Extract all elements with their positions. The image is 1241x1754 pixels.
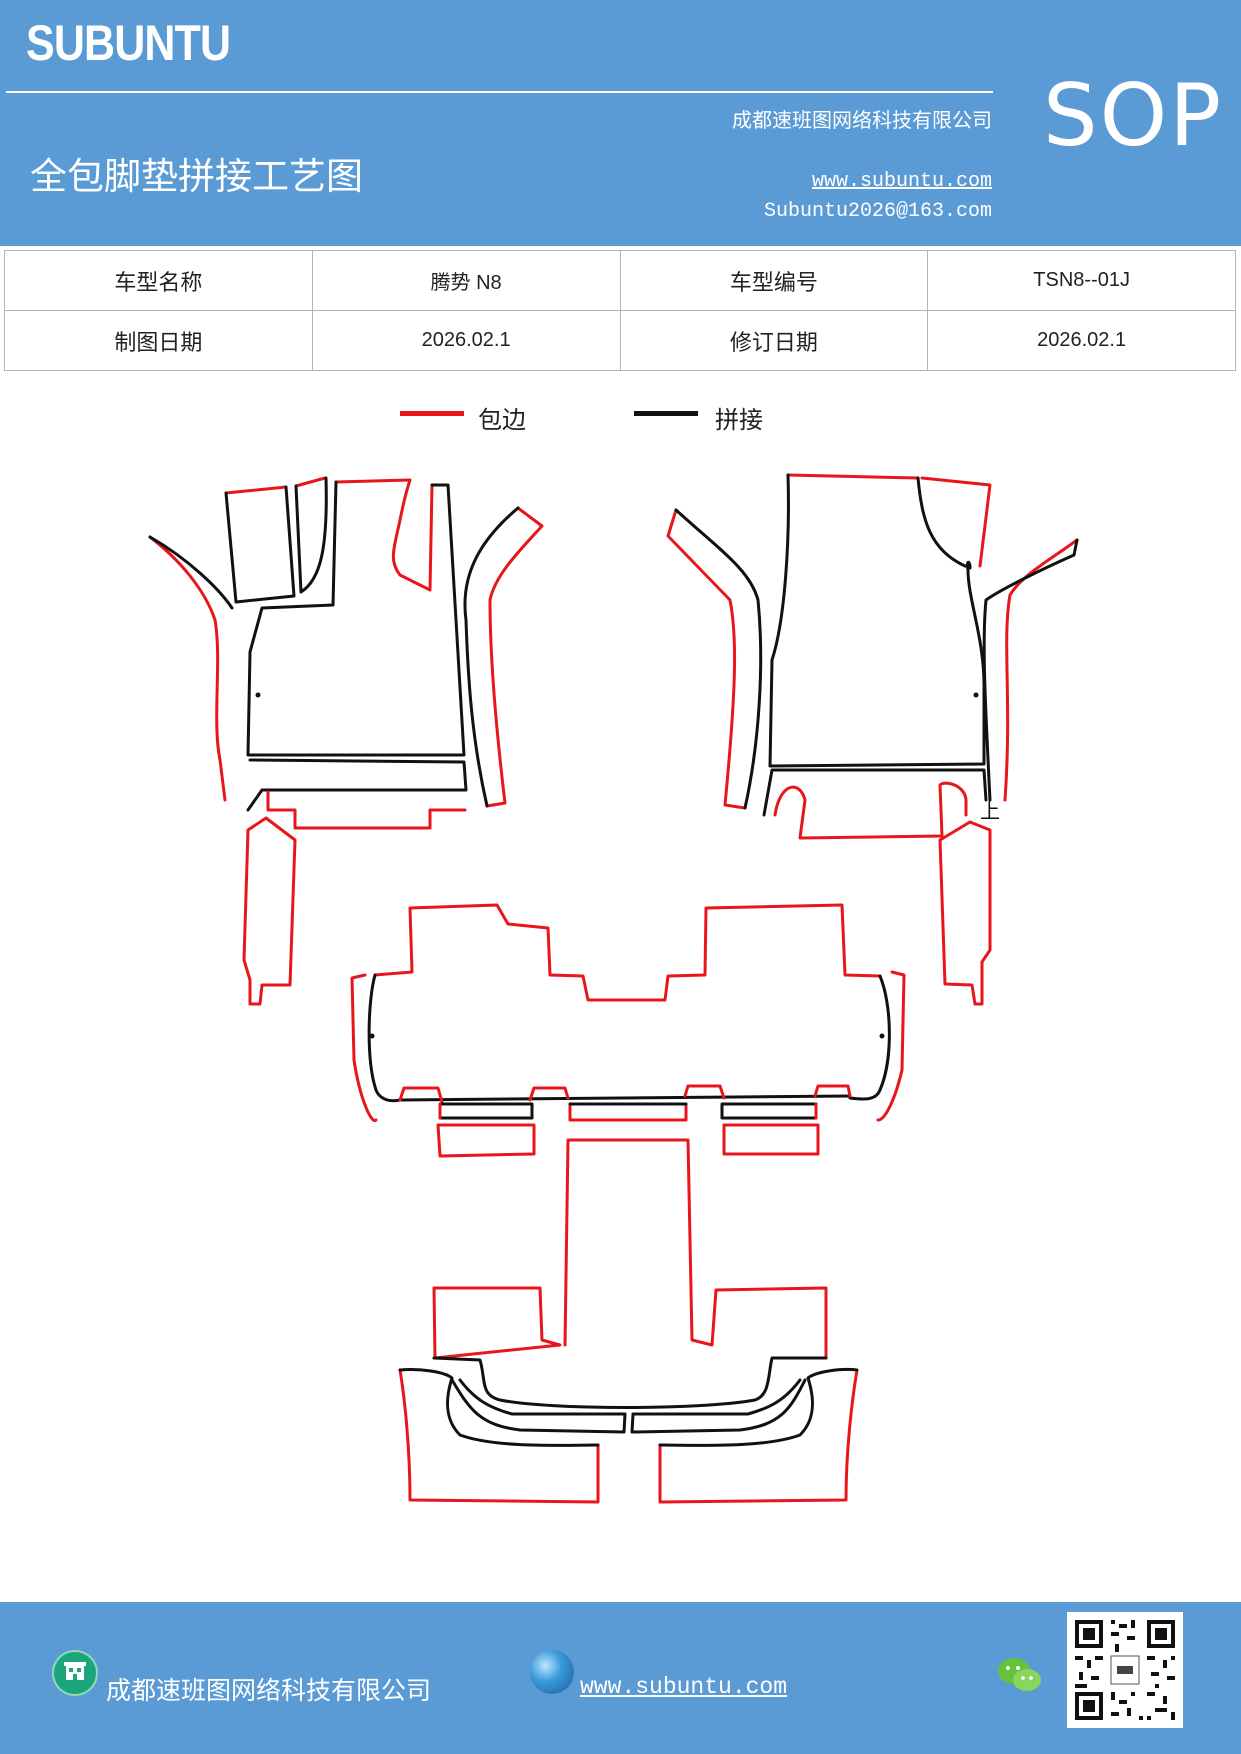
wechat-icon[interactable] bbox=[996, 1654, 1044, 1698]
mr-top-red bbox=[373, 903, 882, 1002]
fl-outer-side-black bbox=[148, 535, 234, 610]
sop-badge: SOP bbox=[1043, 66, 1224, 166]
mr-bottom-tabs-red bbox=[398, 1084, 852, 1104]
model-code-label: 车型编号 bbox=[619, 250, 929, 311]
mr-left-red bbox=[350, 973, 378, 1123]
fr-outer-side bbox=[674, 508, 763, 810]
legend-edge-label: 包边 bbox=[478, 406, 526, 434]
website-link[interactable]: www.subuntu.com bbox=[811, 170, 992, 193]
rear-outer-left-red bbox=[398, 1368, 600, 1504]
fr-inner-side-red bbox=[1003, 538, 1079, 802]
middle-row-mat bbox=[350, 903, 906, 1158]
fl-bottom-red bbox=[266, 790, 467, 830]
fl-inner-side bbox=[463, 506, 520, 808]
header-divider bbox=[6, 91, 993, 93]
front-left-mat bbox=[148, 476, 544, 1006]
mr-right-red bbox=[876, 970, 906, 1122]
fr-bottom-red bbox=[773, 781, 968, 840]
legend-join-swatch bbox=[634, 411, 698, 416]
fr-outer-side-red bbox=[666, 508, 747, 810]
fl-dot bbox=[255, 692, 261, 698]
mr-pad-right-red bbox=[722, 1123, 820, 1156]
brand-logo: SUBUNTU bbox=[26, 15, 231, 71]
fl-main-top-red bbox=[334, 478, 434, 592]
footer-company-name: 成都速班图网络科技有限公司 bbox=[106, 1676, 432, 1705]
model-code-value: TSN8--01J bbox=[927, 250, 1236, 311]
rear-tunnel-red bbox=[432, 1138, 828, 1360]
fl-bottom-bar bbox=[246, 758, 468, 812]
mr-strip-left bbox=[438, 1102, 534, 1120]
revise-date-label: 修订日期 bbox=[619, 310, 929, 371]
table-row: 制图日期 2026.02.1 修订日期 2026.02.1 bbox=[4, 310, 1236, 371]
fl-heel-strip bbox=[294, 476, 328, 594]
fr-heel bbox=[916, 476, 972, 568]
rear-outer-right-red bbox=[658, 1368, 859, 1504]
fl-outer-side-red bbox=[148, 535, 227, 802]
legend: 包边 拼接 bbox=[400, 400, 900, 440]
fl-inner-side-red bbox=[485, 506, 544, 808]
mr-strip-right bbox=[720, 1102, 818, 1120]
rear-inner-left bbox=[450, 1378, 627, 1434]
rear-mat bbox=[398, 1138, 859, 1504]
building-icon bbox=[52, 1650, 98, 1696]
mr-bottom bbox=[398, 1094, 852, 1102]
qr-code[interactable] bbox=[1067, 1612, 1183, 1728]
front-right-mat: 上 bbox=[666, 473, 1079, 1006]
fr-bottom-bar bbox=[762, 768, 988, 817]
model-name-label: 车型名称 bbox=[4, 250, 313, 311]
fl-left-drop-red bbox=[242, 816, 297, 1006]
mr-right bbox=[848, 974, 891, 1101]
fl-heel-strip-red bbox=[294, 476, 327, 488]
fr-main-top-red bbox=[786, 473, 992, 568]
header-banner: SUBUNTU 成都速班图网络科技有限公司 全包脚垫拼接工艺图 www.subu… bbox=[0, 0, 1241, 246]
rear-main bbox=[432, 1356, 828, 1409]
rear-inner-right bbox=[630, 1378, 807, 1434]
mr-dot-right bbox=[879, 1033, 885, 1039]
fl-main bbox=[246, 480, 466, 757]
info-table: 车型名称 腾势 N8 车型编号 TSN8--01J 制图日期 2026.02.1… bbox=[4, 250, 1236, 371]
fr-main bbox=[768, 473, 986, 768]
mr-strip-center-red bbox=[568, 1102, 688, 1122]
mr-left bbox=[367, 973, 402, 1103]
legend-join-label: 拼接 bbox=[715, 406, 763, 434]
fr-up-mark: 上 bbox=[980, 799, 1000, 823]
fr-dot bbox=[973, 692, 979, 698]
mr-pad-left-red bbox=[436, 1123, 536, 1158]
rear-outer-right bbox=[658, 1368, 859, 1447]
floor-mat-diagram: 上 bbox=[148, 473, 1079, 1504]
company-name: 成都速班图网络科技有限公司 bbox=[732, 108, 992, 132]
fr-inner-side bbox=[982, 538, 1079, 802]
draw-date-value: 2026.02.1 bbox=[311, 310, 621, 371]
fr-right-drop-red bbox=[938, 820, 992, 1006]
fl-upper-panel-red bbox=[224, 485, 288, 495]
rear-outer-left bbox=[398, 1368, 600, 1447]
model-name-value: 腾势 N8 bbox=[311, 250, 621, 311]
revise-date-value: 2026.02.1 bbox=[927, 310, 1236, 371]
footer-banner: 成都速班图网络科技有限公司 www.subuntu.com bbox=[0, 1602, 1241, 1754]
legend-edge-swatch bbox=[400, 411, 464, 416]
table-row: 车型名称 腾势 N8 车型编号 TSN8--01J bbox=[4, 250, 1236, 311]
email-address: Subuntu2026@163.com bbox=[763, 200, 992, 223]
draw-date-label: 制图日期 bbox=[4, 310, 313, 371]
fl-upper-panel bbox=[224, 485, 296, 604]
mr-dot-left bbox=[369, 1033, 375, 1039]
footer-website-link[interactable]: www.subuntu.com bbox=[580, 1674, 788, 1700]
globe-icon bbox=[530, 1650, 574, 1694]
document-title: 全包脚垫拼接工艺图 bbox=[30, 155, 363, 198]
